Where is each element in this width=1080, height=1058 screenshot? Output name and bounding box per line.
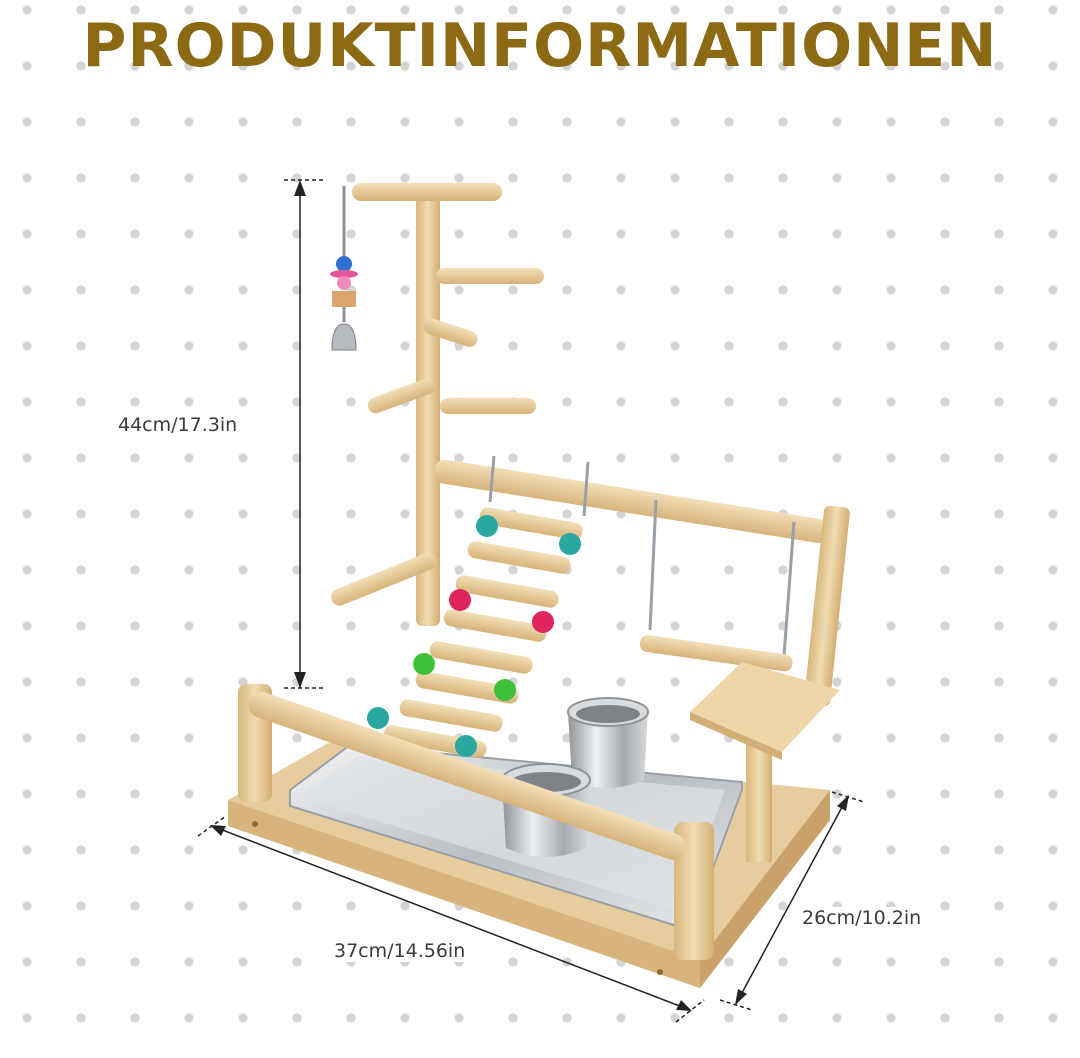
page-title: PRODUKTINFORMATIONEN (82, 11, 998, 81)
ladder (367, 455, 590, 758)
swing (639, 499, 796, 672)
swing-bar (433, 459, 850, 707)
width-dimension-line (197, 815, 705, 1023)
main-pole (331, 183, 544, 626)
platform (690, 662, 840, 862)
height-label: 44cm/17.3in (116, 414, 240, 436)
depth-label: 26cm/10.2in (800, 907, 924, 929)
width-label: 37cm/14.56in (332, 940, 468, 962)
depth-dimension-line (719, 791, 865, 1011)
bell-toy (330, 186, 358, 351)
height-dimension-line (284, 179, 326, 689)
front-rail (238, 684, 714, 960)
